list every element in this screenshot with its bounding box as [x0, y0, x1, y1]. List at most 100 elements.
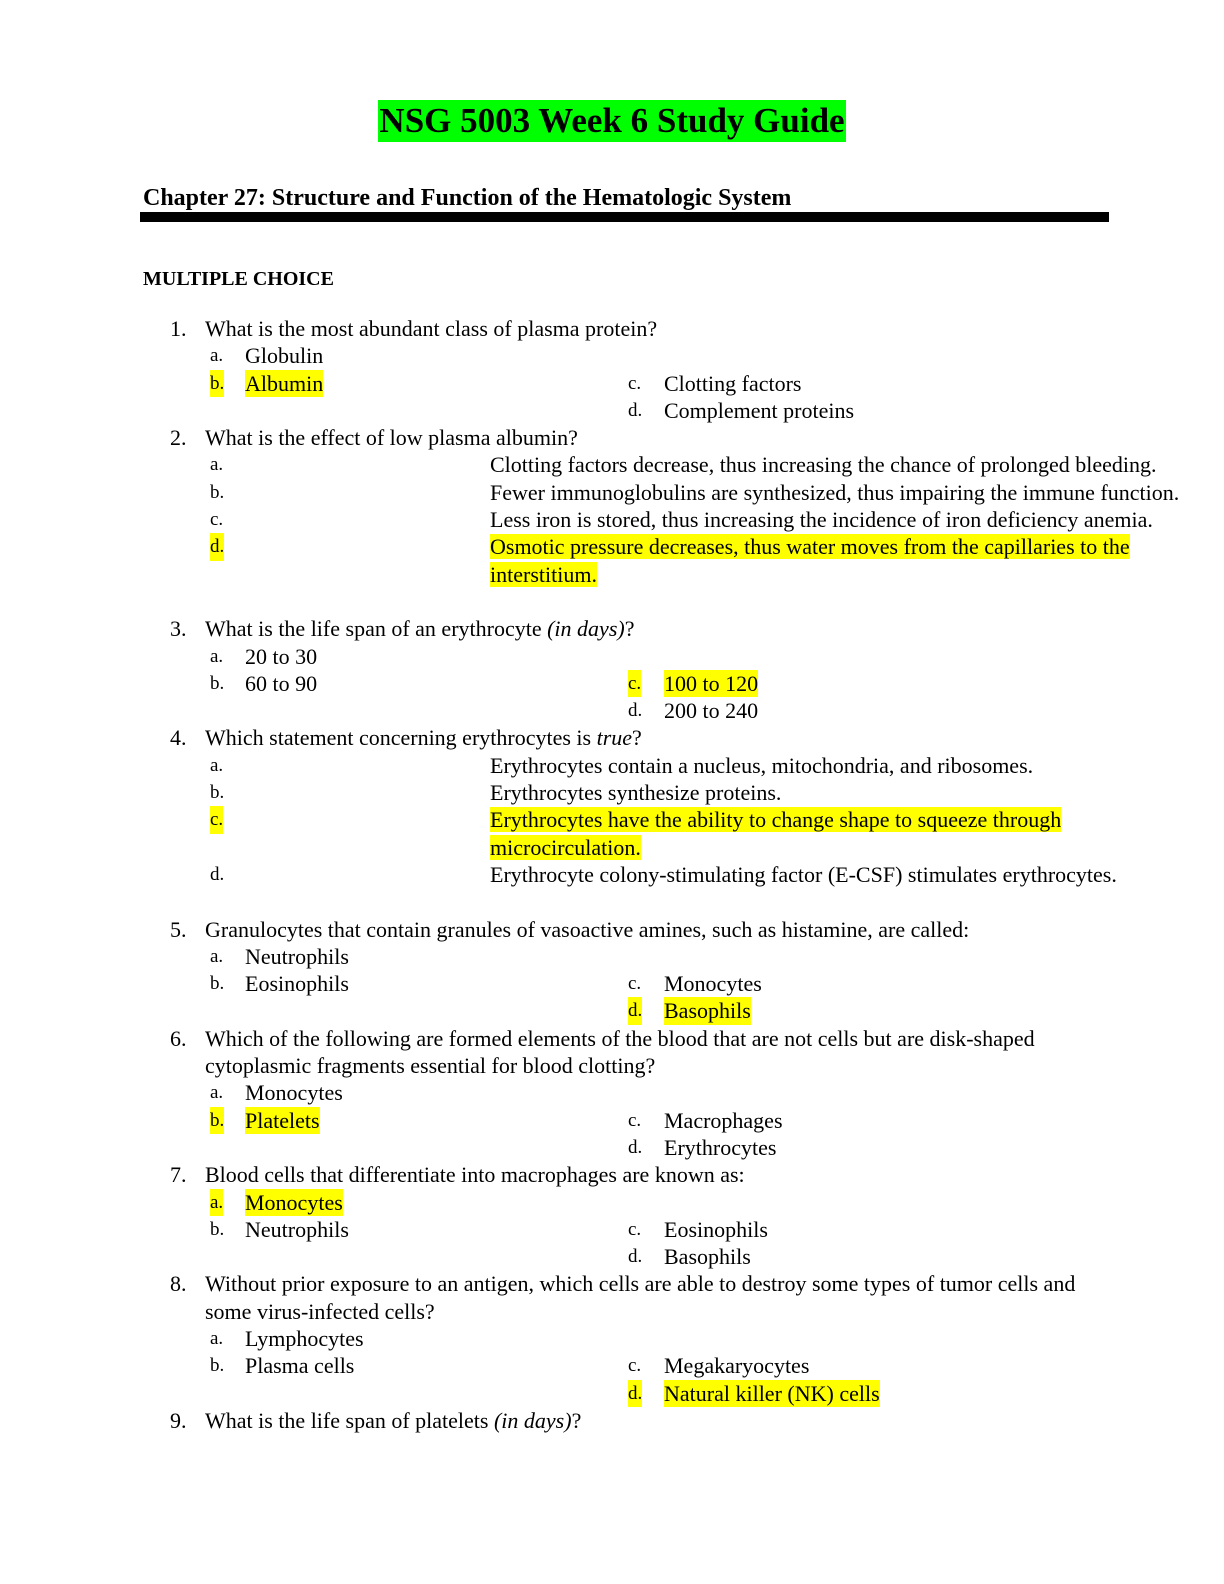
correct-highlight: Erythrocytes have the ability to change …: [490, 807, 1062, 860]
question-stem: 4.Which statement concerning erythrocyte…: [0, 724, 1224, 751]
question: 7.Blood cells that differentiate into ma…: [0, 1161, 1224, 1269]
option-letter: d.: [628, 399, 643, 421]
option-letter: c.: [628, 973, 642, 995]
question-number: 4.: [170, 725, 187, 751]
answer-option[interactable]: d. Natural killer (NK) cells: [0, 1379, 1224, 1407]
answer-option[interactable]: d.Erythrocytes: [0, 1134, 1224, 1161]
answer-option[interactable]: d.Basophils: [0, 1243, 1224, 1270]
question-emphasis: (in days): [547, 616, 625, 642]
option-letter: c.: [628, 669, 642, 698]
answer-option[interactable]: c.Less iron is stored, thus increasing t…: [0, 506, 1224, 533]
question-text: Granulocytes that contain granules of va…: [205, 916, 970, 942]
answer-option[interactable]: a. Clotting factors decrease, thus increa…: [0, 451, 1224, 478]
answer-option[interactable]: b.Erythrocytes synthesize proteins.: [0, 779, 1224, 806]
option-letter: d.: [628, 997, 643, 1025]
question-stem: 2.What is the effect of low plasma album…: [0, 424, 1224, 451]
answer-option[interactable]: c.Macrophages: [0, 1107, 1224, 1134]
answer-option[interactable]: a.Monocytes: [0, 1188, 1224, 1216]
answer-option[interactable]: d.Osmotic pressure decreases, thus water…: [0, 533, 1224, 588]
answer-option[interactable]: b. 60 to 90: [0, 670, 1224, 697]
answer-option[interactable]: a.Neutrophils: [0, 943, 1224, 970]
question-text: Without prior exposure to an antigen, wh…: [205, 1271, 1076, 1324]
question-text: Which of the following are formed elemen…: [205, 1025, 1035, 1079]
option-letter: c.: [210, 509, 224, 531]
option-text: Clotting factors: [664, 370, 802, 396]
option-text-correct: Albumin: [245, 369, 324, 397]
answer-option[interactable]: c.Eosinophils: [0, 1216, 1224, 1243]
answer-option[interactable]: b.Plasma cells: [0, 1352, 1224, 1379]
question: 9.What is the life span of platelets (in…: [0, 1407, 1224, 1434]
option-letter: d.: [628, 700, 643, 722]
option-text: Neutrophils: [245, 1216, 349, 1242]
question-text: What is the effect of low plasma albumin…: [205, 425, 578, 451]
question-stem: 7.Blood cells that differentiate into ma…: [0, 1161, 1224, 1188]
option-letter: a.: [210, 345, 224, 367]
answer-option[interactable]: b.Platelets: [0, 1106, 1224, 1134]
answer-option[interactable]: c. Monocytes: [0, 970, 1224, 997]
answer-option[interactable]: c. Clotting factors: [0, 370, 1224, 397]
question-emphasis: (in days): [493, 1407, 572, 1433]
option-letter: c.: [628, 1355, 642, 1377]
option-letter: d.: [628, 1136, 643, 1158]
answer-option[interactable]: a.Monocytes: [0, 1079, 1224, 1106]
option-text-correct: Natural killer (NK) cells: [664, 1379, 880, 1407]
option-letter: d.: [628, 1246, 643, 1268]
answer-option[interactable]: a.Erythrocytes contain a nucleus, mitoch…: [0, 752, 1224, 779]
answer-option[interactable]: b.Eosinophils: [0, 970, 1224, 997]
option-letter: c.: [628, 372, 642, 394]
option-letter: b.: [210, 672, 225, 694]
question: 5.Granulocytes that contain granules of …: [0, 916, 1224, 1025]
option-text: 60 to 90: [245, 670, 318, 696]
question-text: ?: [571, 1407, 582, 1433]
option-text-correct: 100 to 120: [664, 669, 759, 698]
option-text: Monocytes: [245, 1080, 343, 1106]
section-heading: MULTIPLE CHOICE: [143, 268, 334, 290]
chapter-heading: Chapter 27: Structure and Function of th…: [143, 185, 792, 211]
question: 8.Without prior exposure to an antigen, …: [0, 1270, 1224, 1407]
question-text: What is the most abundant class of plasm…: [205, 316, 658, 341]
answer-options: a. Clotting factors decrease, thus increa…: [0, 451, 1224, 587]
answer-option[interactable]: b.Neutrophils: [0, 1216, 1224, 1243]
question-number: 6.: [170, 1025, 187, 1051]
answer-option[interactable]: c. 100 to 120: [0, 669, 1224, 698]
answer-option[interactable]: b. Albumin: [0, 369, 1224, 397]
option-row: b. 60 to 90 d. 200 to 240: [0, 670, 1224, 723]
option-text: Lymphocytes: [245, 1325, 364, 1351]
option-text: Monocytes: [664, 971, 762, 997]
answer-option[interactable]: a. Lymphocytes: [0, 1325, 1224, 1352]
option-letter: a.: [210, 1327, 224, 1349]
answer-option[interactable]: b.Fewer immunoglobulins are synthesized,…: [0, 479, 1224, 506]
answer-option[interactable]: a.20 to 30: [0, 643, 1224, 670]
answer-option[interactable]: a.Globulin: [0, 342, 1224, 369]
answer-option[interactable]: c.Megakaryocytes: [0, 1352, 1224, 1379]
option-letter: b.: [210, 1355, 225, 1377]
option-letter: b.: [210, 369, 225, 397]
question-number: 3.: [170, 616, 187, 642]
question: 3.What is the life span of an erythrocyt…: [0, 615, 1224, 723]
option-letter: a.: [210, 454, 224, 476]
question-text: Blood cells that differentiate into macr…: [205, 1162, 745, 1188]
question: 4.Which statement concerning erythrocyte…: [0, 724, 1224, 888]
answer-option[interactable]: d.Basophils: [0, 997, 1224, 1025]
answer-option[interactable]: d.Complement proteins: [0, 397, 1224, 424]
option-letter: b.: [210, 481, 225, 503]
answer-options: a.Erythrocytes contain a nucleus, mitoch…: [0, 752, 1224, 888]
option-letter: d.: [628, 1379, 643, 1407]
option-text: Clotting factors decrease, thus increasi…: [490, 452, 1157, 478]
question-stem: 5.Granulocytes that contain granules of …: [0, 916, 1224, 943]
option-row: a.Neutrophils c. Monocytes: [0, 943, 1224, 996]
option-text: 200 to 240: [664, 698, 759, 724]
option-letter: d.: [210, 533, 225, 561]
question-stem: 1.What is the most abundant class of pla…: [0, 315, 1224, 342]
answer-option[interactable]: c. Erythrocytes have the ability to chang…: [0, 806, 1224, 861]
answer-option[interactable]: d. 200 to 240: [0, 697, 1224, 724]
answer-option[interactable]: d.Erythrocyte colony-stimulating factor …: [0, 861, 1224, 888]
option-letter: c.: [210, 806, 224, 834]
question-stem: 3.What is the life span of an erythrocyt…: [0, 615, 1224, 642]
